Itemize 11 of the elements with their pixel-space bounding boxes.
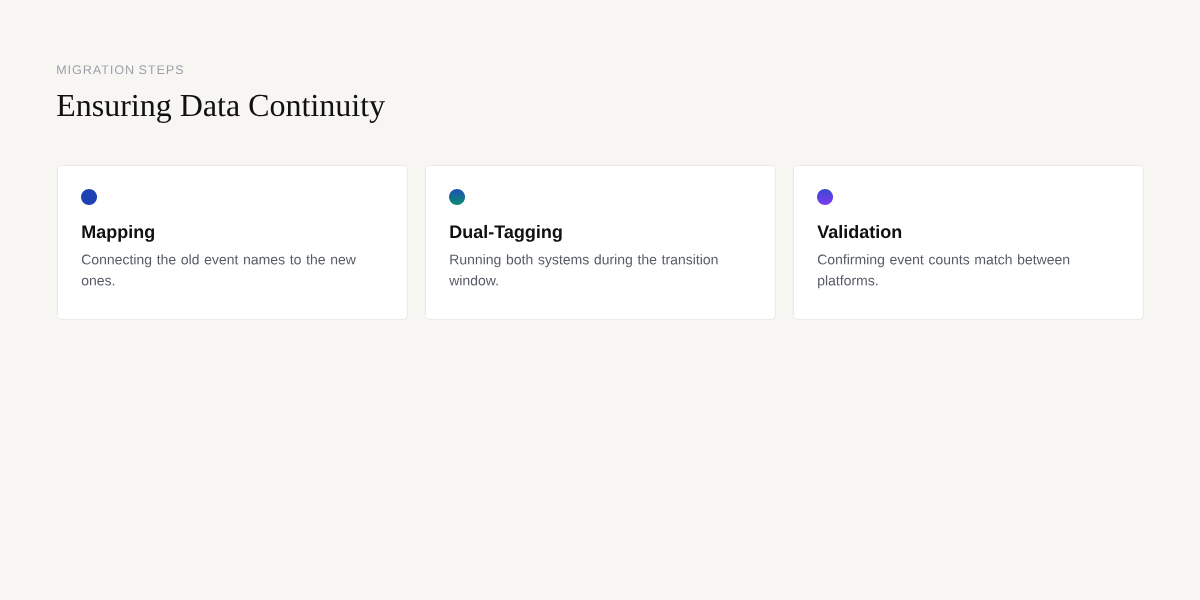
card-heading: Mapping	[82, 224, 154, 242]
step-card	[425, 165, 776, 320]
card-description: Running both systems during the transition window.	[449, 254, 718, 286]
eyebrow-label: MIGRATION STEPS	[57, 65, 183, 75]
card-heading: Dual-Tagging	[450, 224, 562, 242]
card-heading: Validation	[817, 224, 902, 239]
step-card	[793, 165, 1144, 320]
card-description: Connecting the old event names to the new ones.	[81, 254, 356, 286]
card-description: Confirming event counts match between platforms.	[817, 254, 1070, 289]
title: Ensuring Data Continuity	[57, 94, 385, 123]
step-card	[57, 165, 408, 320]
